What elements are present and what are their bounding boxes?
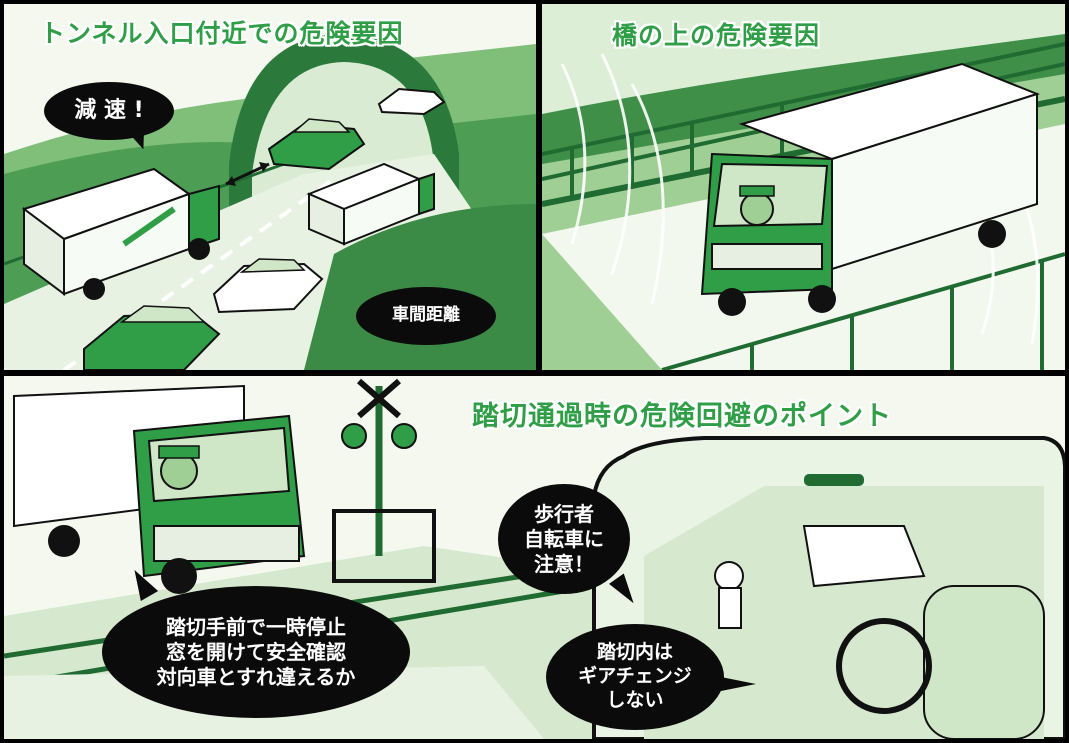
speech-bubble-no-gear-change: 踏切内は ギアチェンジ しない <box>546 624 724 730</box>
car-ahead <box>267 118 366 171</box>
panel-title-crossing: 踏切通過時の危険回避のポイント <box>472 401 892 432</box>
panel-title-bridge: 橋の上の危険要因 <box>612 21 821 50</box>
speech-bubble-stop-check: 踏切手前で一時停止 窓を開けて安全確認 対向車とすれ違えるか <box>102 586 410 718</box>
speech-bubble-tail <box>716 676 756 692</box>
car-far <box>377 87 446 116</box>
car-middle <box>212 258 324 314</box>
panel-tunnel: トンネル入口付近での危険要因 減 速 ! 車間距離 <box>4 4 536 370</box>
crossing-signal <box>332 378 436 583</box>
truck-on-bridge <box>700 62 1040 316</box>
panel-title-tunnel: トンネル入口付近での危険要因 <box>40 19 404 48</box>
car-front <box>83 305 221 370</box>
speech-bubble-slow-down: 減 速 ! <box>44 82 174 140</box>
panel-bridge: 橋の上の危険要因 <box>542 4 1065 370</box>
speech-bubble-pedestrian-caution: 歩行者 自転車に 注意！ <box>498 484 630 594</box>
truck-left <box>21 167 220 300</box>
speech-bubble-following-distance: 車間距離 <box>356 287 496 345</box>
truck-oncoming <box>306 162 435 246</box>
truck-at-crossing <box>13 384 306 594</box>
bridge-illustration <box>542 4 1065 370</box>
panel-railroad-crossing: 踏切通過時の危険回避のポイント 踏切手前で一時停止 窓を開けて安全確認 対向車と… <box>4 376 1065 739</box>
